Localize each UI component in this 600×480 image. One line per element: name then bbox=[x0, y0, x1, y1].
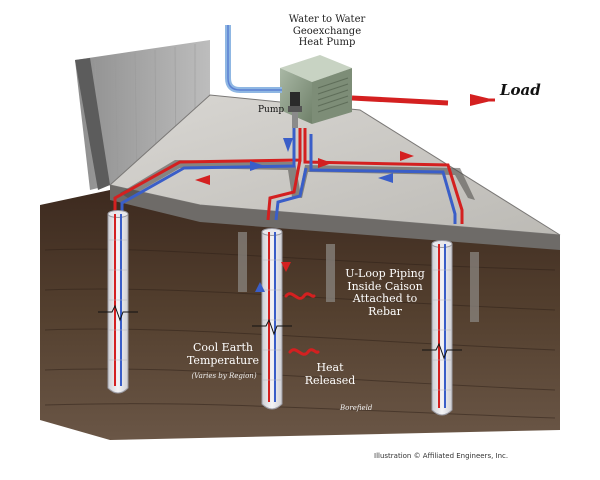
u-loop-label: U-Loop Piping Inside Caison Attached to … bbox=[345, 267, 425, 318]
varies-by-region-label: (Varies by Region) bbox=[191, 372, 257, 380]
slab-front-edge bbox=[110, 185, 560, 250]
wall-edge bbox=[75, 58, 110, 190]
heat-pump-label: Water to Water Geoexchange Heat Pump bbox=[288, 14, 366, 48]
load-pipe bbox=[351, 95, 449, 106]
pump bbox=[288, 92, 302, 128]
heat-released-label: Heat Released bbox=[304, 361, 356, 387]
caisson-center bbox=[252, 228, 292, 410]
cool-earth-label: Cool Earth Temperature bbox=[186, 341, 260, 367]
caisson-right bbox=[422, 240, 462, 416]
earth-block bbox=[40, 190, 560, 440]
load-label: Load bbox=[500, 81, 541, 99]
heat-wave-icons bbox=[284, 292, 320, 356]
pump-label: Pump bbox=[258, 105, 285, 115]
pipe-network bbox=[113, 128, 464, 224]
borefield-label: Borefield bbox=[340, 404, 373, 412]
heat-pump-unit bbox=[280, 55, 352, 124]
support-columns bbox=[238, 232, 479, 322]
caisson-left bbox=[98, 210, 138, 394]
flow-arrows bbox=[195, 138, 414, 185]
illustration-credit: Illustration © Affiliated Engineers, Inc… bbox=[374, 452, 509, 460]
